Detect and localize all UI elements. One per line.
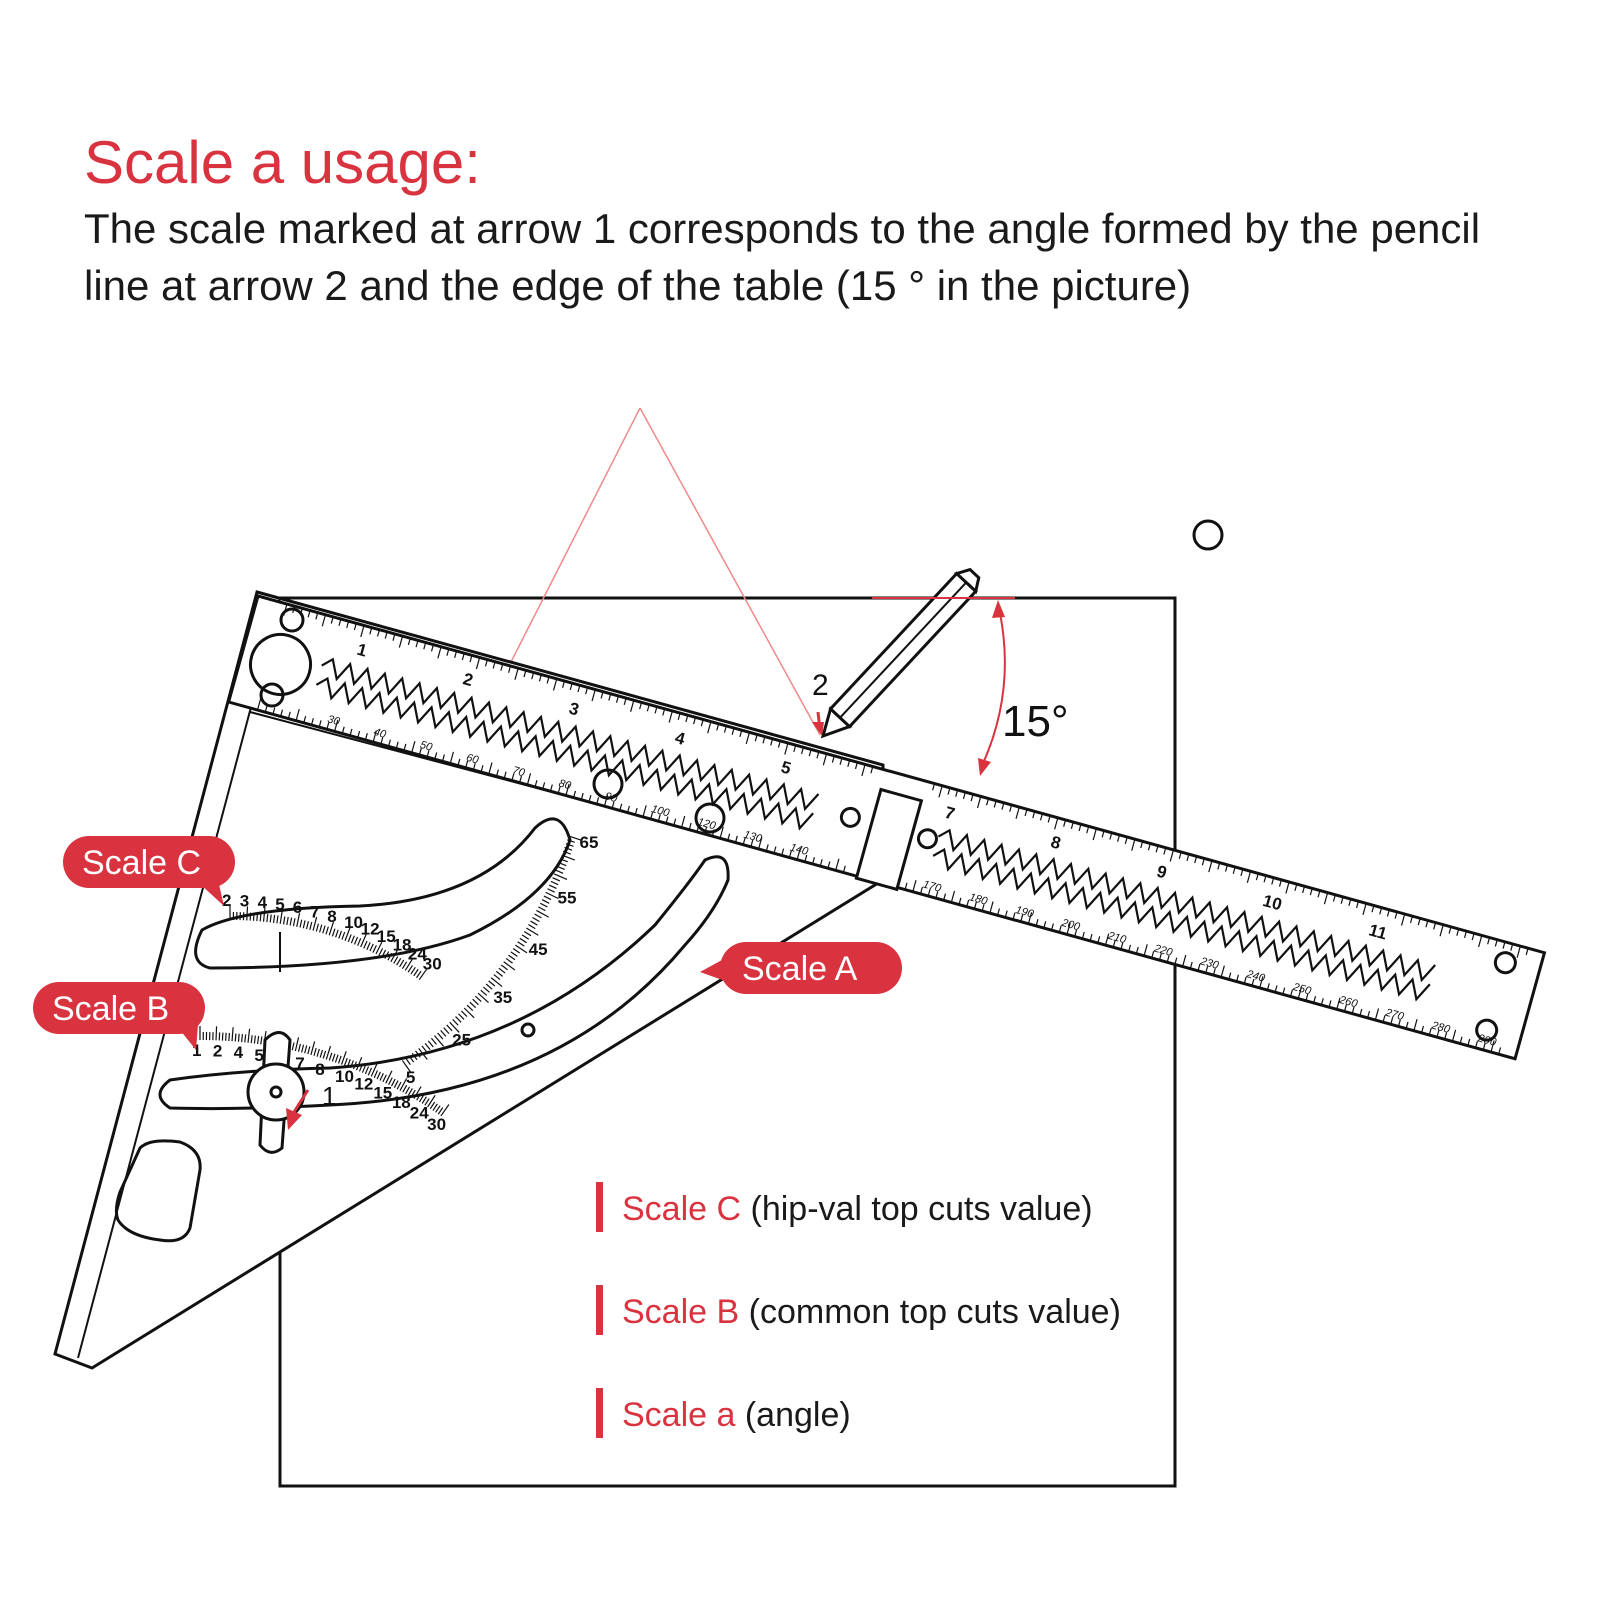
callout-scale-b: Scale B	[33, 982, 205, 1050]
pencil	[820, 567, 981, 739]
scale-c-number: 3	[240, 891, 249, 910]
legend-marker	[596, 1285, 603, 1335]
ruler-cm-number: 240	[1244, 968, 1267, 985]
scale-b-number: 10	[335, 1067, 354, 1086]
scale-b-number: 1	[192, 1041, 201, 1060]
pivot-knob[interactable]	[246, 1031, 306, 1154]
scale-b-number: 15	[373, 1083, 392, 1102]
legend: Scale C (hip-val top cuts value) Scale B …	[596, 1182, 1121, 1438]
ruler-cm-number: 220	[1152, 942, 1175, 959]
scale-b-number: 30	[427, 1115, 446, 1134]
legend-item: Scale B (common top cuts value)	[622, 1293, 1121, 1331]
ruler-cm-number: 140	[789, 842, 811, 859]
legend-item-desc: (hip-val top cuts value)	[741, 1190, 1093, 1228]
callout-scale-a: Scale A	[700, 942, 902, 994]
legend-marker	[596, 1182, 603, 1232]
svg-text:Scale A: Scale A	[742, 950, 858, 988]
ruler-cm-number: 250	[1291, 981, 1314, 998]
scale-a-number: 55	[558, 888, 577, 907]
ruler-cm-number: 80	[557, 777, 573, 792]
ruler-hinge	[854, 787, 924, 892]
ruler-cm-number: 200	[1059, 917, 1082, 934]
scale-a-number: 45	[529, 940, 548, 959]
scale-b-number: 8	[315, 1060, 324, 1079]
scale-c-number: 6	[293, 898, 302, 917]
angle-arc	[979, 603, 1006, 771]
scale-b-number: 12	[354, 1075, 373, 1094]
ruler-cm-number: 230	[1198, 955, 1221, 972]
scale-a-number: 25	[452, 1031, 471, 1050]
scale-a-ticks: 5 25 35 45 55 65	[401, 833, 598, 1087]
svg-text:Scale C: Scale C	[82, 844, 201, 882]
legend-marker	[596, 1388, 603, 1438]
scale-b-number: 7	[295, 1054, 304, 1073]
arrow-1-icon	[286, 1108, 302, 1130]
heading: Scale a usage:	[84, 129, 481, 196]
handle-cutout	[114, 1139, 202, 1243]
ruler-cm-number: 60	[465, 752, 481, 767]
ruler-inch-number: 11	[1367, 920, 1389, 943]
callout-scale-c: Scale C	[63, 836, 235, 906]
ruler-cm-number: 190	[1014, 904, 1036, 921]
scale-a-number: 65	[579, 833, 598, 852]
ruler-cm-number: 40	[372, 726, 388, 741]
ruler-cm-number: 50	[419, 739, 435, 754]
legend-item-desc: (common top cuts value)	[739, 1293, 1121, 1331]
scale-b-number: 2	[213, 1042, 222, 1061]
ruler-cm-number: 100	[650, 803, 672, 820]
svg-text:Scale B: Scale B	[52, 990, 169, 1028]
guide-line-right	[639, 407, 821, 736]
table-hole	[1192, 519, 1224, 551]
ruler-cm-number: 30	[326, 713, 342, 728]
ruler-cm-number: 170	[922, 878, 944, 895]
ruler-cm-number: 130	[742, 829, 764, 846]
scale-c-number: 7	[310, 902, 319, 921]
legend-item: Scale a (angle)	[622, 1396, 851, 1434]
angle-label: 15°	[1002, 697, 1069, 746]
scale-b-number: 4	[234, 1043, 244, 1062]
scale-c-number: 2	[222, 891, 231, 910]
scale-b-ticks: 1245678101215182430	[192, 1026, 450, 1134]
legend-item-name: Scale C	[622, 1190, 741, 1228]
ruler-cm-number: 70	[511, 765, 527, 780]
scale-c-number: 12	[361, 920, 380, 939]
scale-b-number: 24	[410, 1104, 429, 1123]
arrow-2-label: 2	[812, 669, 829, 702]
ruler-cm-number: 180	[968, 891, 990, 908]
scale-b-number: 18	[392, 1093, 411, 1112]
legend-item-name: Scale a	[622, 1396, 735, 1434]
scale-c-number: 15	[377, 927, 396, 946]
ruler-cm-number: 270	[1383, 1006, 1406, 1023]
scale-a-number: 5	[406, 1068, 415, 1087]
scale-c-number: 30	[423, 954, 442, 973]
arrow-1-label: 1	[322, 1081, 336, 1111]
scale-c-slot	[194, 817, 572, 970]
scale-c-number: 5	[275, 895, 284, 914]
legend-item-name: Scale B	[622, 1293, 739, 1331]
ruler-inch-number: 10	[1261, 891, 1284, 914]
triangle-edge-rail	[77, 597, 281, 1359]
scale-c-number: 24	[408, 944, 427, 963]
legend-item-desc: (angle)	[735, 1396, 850, 1434]
scale-c-number: 4	[258, 893, 268, 912]
scale-a-number: 35	[493, 988, 512, 1007]
legend-item: Scale C (hip-val top cuts value)	[622, 1190, 1093, 1228]
ruler-cm-number: 260	[1337, 994, 1360, 1011]
scale-c-number: 18	[393, 935, 412, 954]
ruler-cm-number: 280	[1429, 1019, 1452, 1036]
ruler-cm-number: 210	[1106, 930, 1129, 947]
description: The scale marked at arrow 1 corresponds …	[84, 205, 1481, 309]
scale-b-number: 5	[254, 1046, 263, 1065]
scale-c-number: 10	[344, 913, 363, 932]
scale-c-number: 8	[327, 907, 336, 926]
